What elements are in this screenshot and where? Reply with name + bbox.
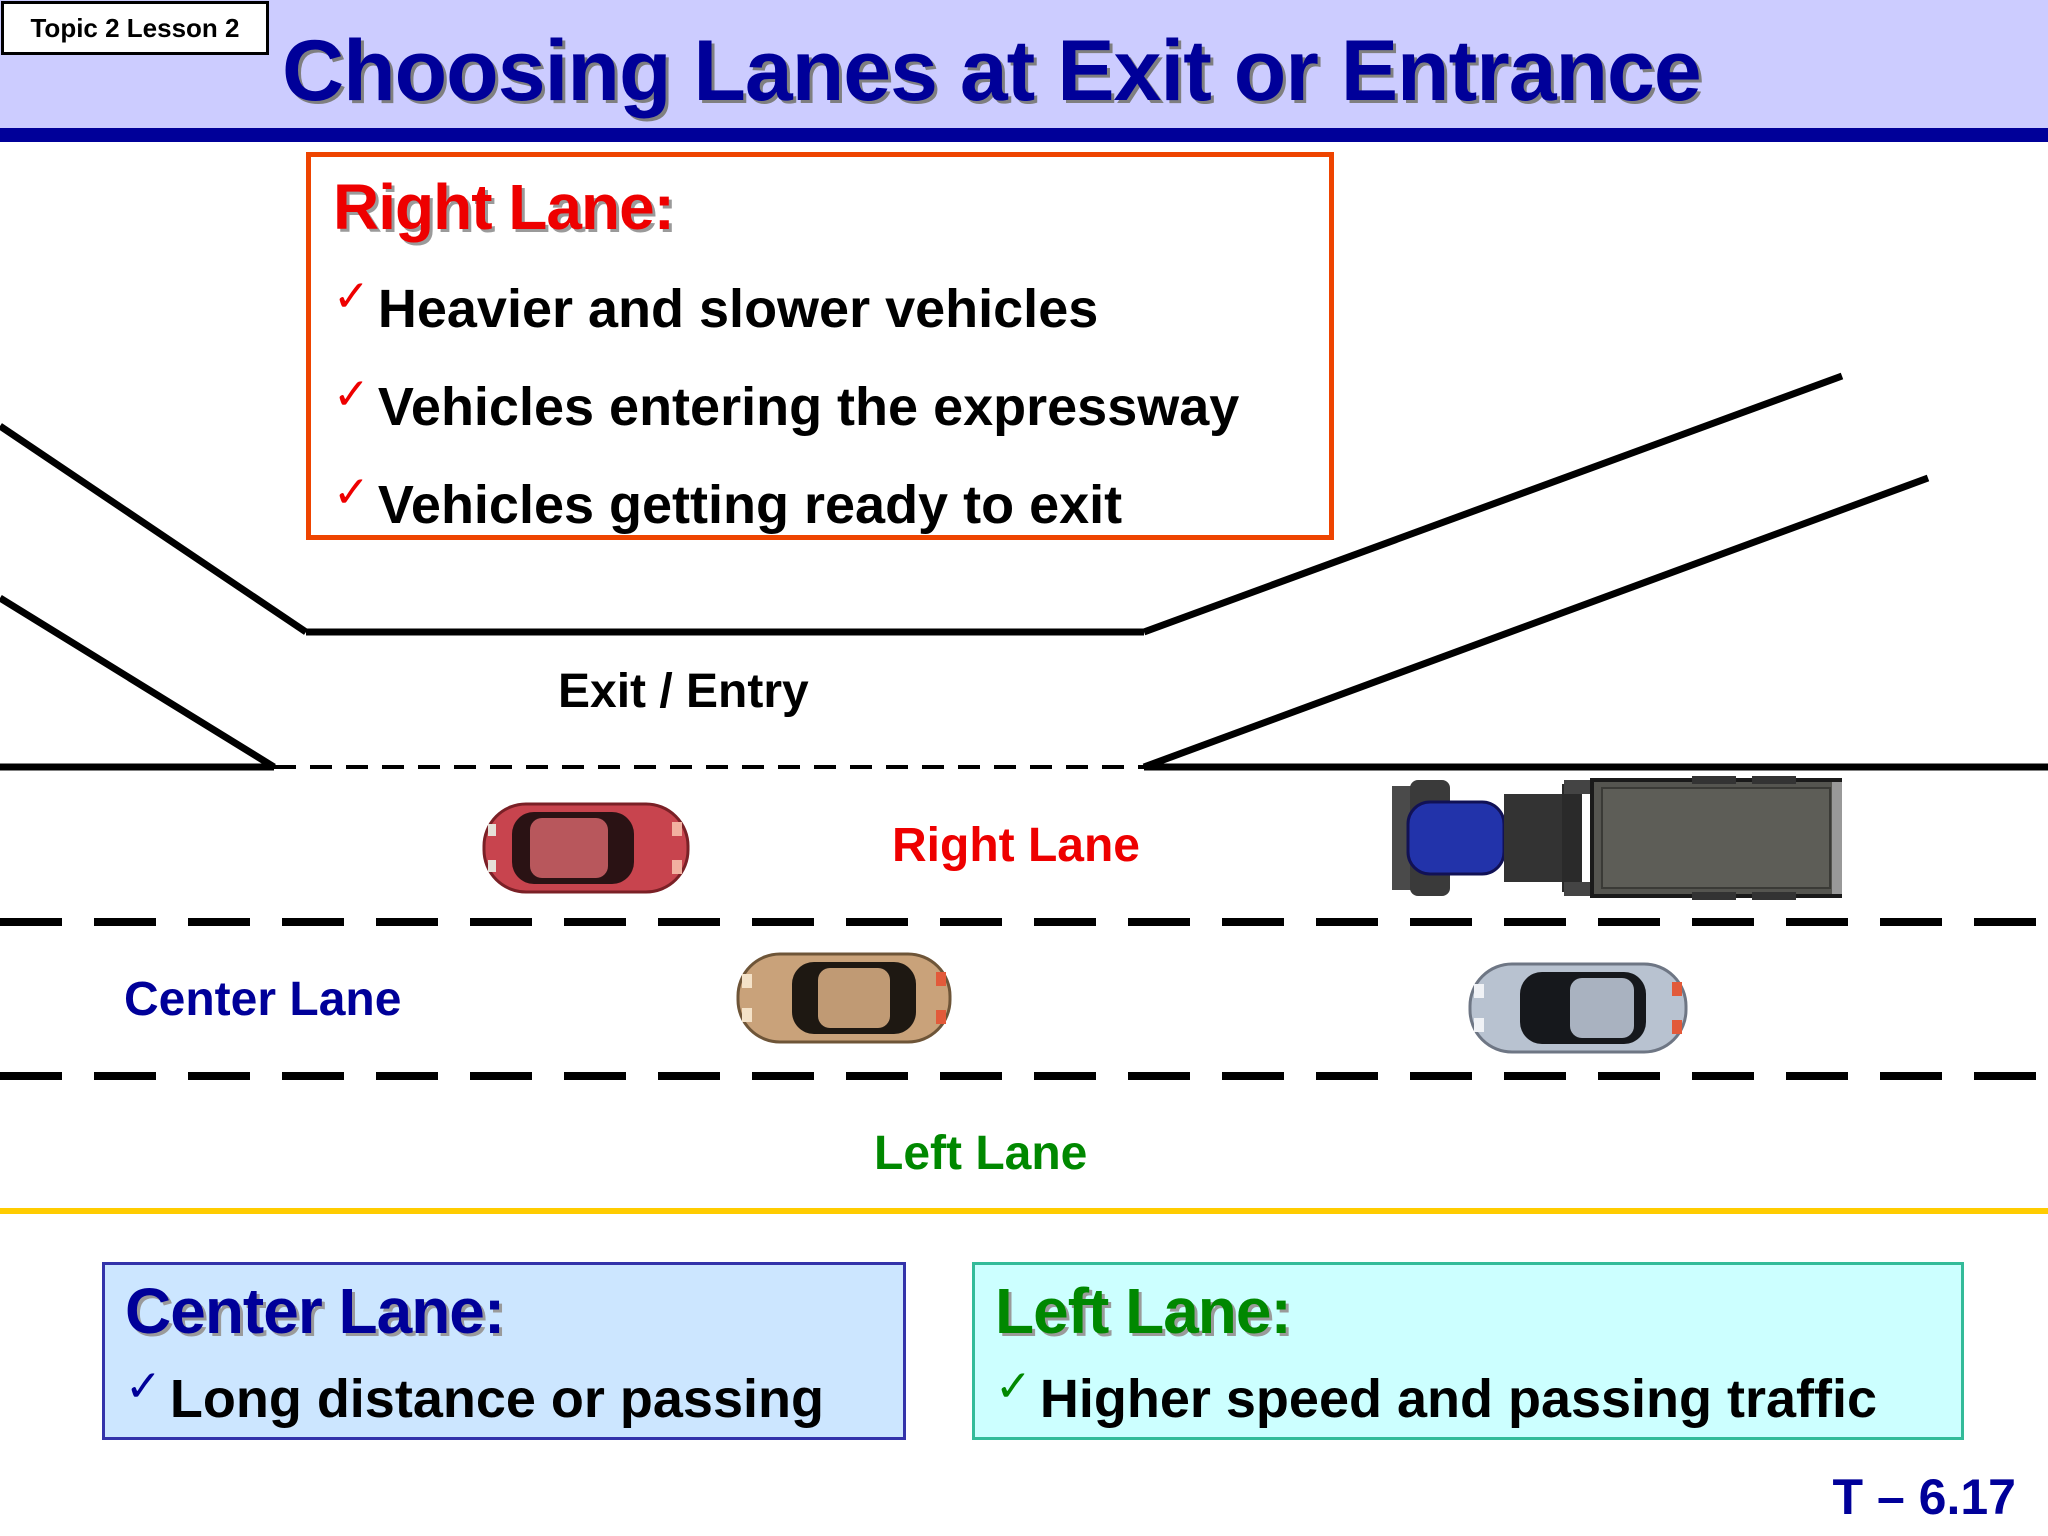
check-mark-icon: ✓ — [995, 1361, 1032, 1412]
slide-number: T – 6.17 — [1832, 1469, 2016, 1525]
topic-tag: Topic 2 Lesson 2 — [1, 1, 269, 55]
check-mark-icon: ✓ — [333, 369, 370, 420]
header-rule — [0, 128, 2048, 142]
right-ramp-upper-edge — [1142, 372, 1844, 636]
header-band — [0, 0, 2048, 128]
exit-entry-label: Exit / Entry — [558, 665, 809, 718]
left-lane-bullet-text: Higher speed and passing traffic — [1039, 1369, 1878, 1429]
right-lane-bullet-text: Vehicles entering the expressway — [377, 377, 1240, 437]
tan-car — [736, 952, 952, 1044]
right-lane-bullet: ✓Vehicles entering the expressway — [333, 369, 1240, 437]
left-lane-box-heading: Left Lane: — [995, 1275, 1292, 1347]
right-lane-box-heading: Right Lane: — [333, 171, 675, 243]
left-ramp-inner-edge — [0, 595, 276, 770]
check-mark-icon: ✓ — [333, 467, 370, 518]
page-title: Choosing Lanes at Exit or Entrance — [282, 23, 1702, 119]
right-lane-bullet: ✓Vehicles getting ready to exit — [333, 467, 1123, 535]
right-lane-label: Right Lane — [892, 819, 1140, 872]
center-lane-bullet-text: Long distance or passing — [169, 1369, 824, 1429]
left-lane-box: Left Lane: ✓Higher speed and passing tra… — [972, 1262, 1964, 1440]
semi-truck — [1392, 776, 1842, 900]
check-mark-icon: ✓ — [125, 1361, 162, 1412]
left-lane-bullet: ✓Higher speed and passing traffic — [995, 1361, 1878, 1429]
center-lane-bullet: ✓Long distance or passing — [125, 1361, 824, 1429]
right-lane-bullet: ✓Heavier and slower vehicles — [333, 271, 1099, 339]
left-lane-label: Left Lane — [874, 1127, 1088, 1180]
center-lane-label: Center Lane — [124, 973, 402, 1026]
silver-car — [1468, 962, 1688, 1054]
right-lane-bullet-text: Vehicles getting ready to exit — [377, 475, 1123, 535]
red-car — [482, 802, 690, 894]
center-lane-box-heading: Center Lane: — [125, 1275, 505, 1347]
left-ramp-outer-edge — [0, 423, 308, 635]
center-lane-box: Center Lane: ✓Long distance or passing — [102, 1262, 906, 1440]
right-lane-bullet-text: Heavier and slower vehicles — [377, 279, 1099, 339]
right-lane-box: Right Lane: ✓Heavier and slower vehicles… — [306, 152, 1334, 540]
right-ramp-lower-edge — [1142, 474, 1930, 771]
check-mark-icon: ✓ — [333, 271, 370, 322]
